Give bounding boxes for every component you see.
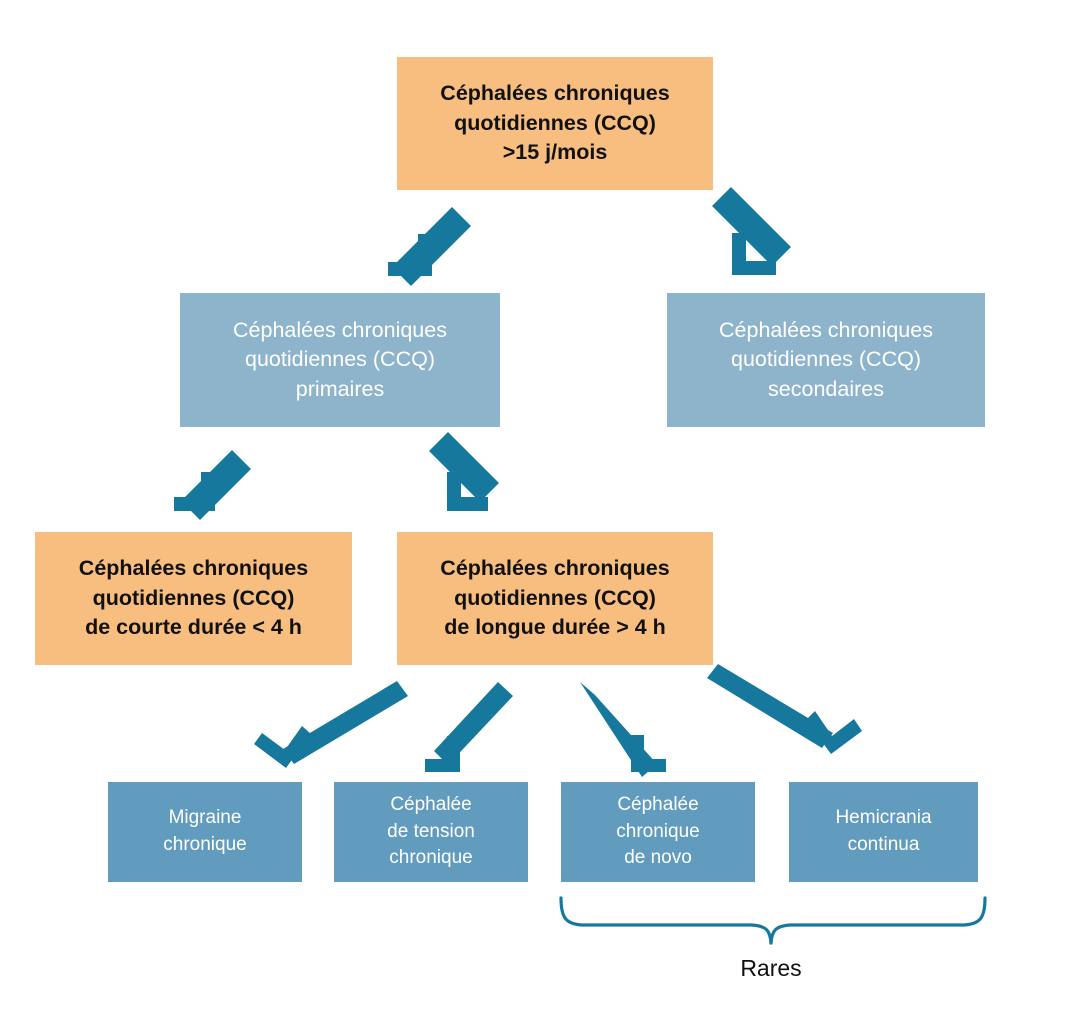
node-ccq-primaires-line-1: Céphalées chroniques bbox=[233, 317, 447, 342]
node-ccq-root-line-2: quotidiennes (CCQ) bbox=[454, 110, 656, 135]
node-ccq-root[interactable]: Céphalées chroniques quotidiennes (CCQ) … bbox=[397, 57, 713, 190]
node-ccq-longue-duree-line-1: Céphalées chroniques bbox=[440, 556, 670, 581]
rares-label: Rares bbox=[740, 955, 802, 981]
node-migraine-chronique[interactable]: Migraine chronique bbox=[108, 782, 302, 882]
node-ccq-courte-duree[interactable]: Céphalées chroniques quotidiennes (CCQ) … bbox=[35, 532, 352, 665]
arrow-primary-to-short bbox=[174, 450, 251, 520]
node-ccq-root-line-1: Céphalées chroniques bbox=[440, 81, 670, 106]
node-cephalee-tension-chronique[interactable]: Céphalée de tension chronique bbox=[334, 782, 528, 882]
node-ccq-secondaires[interactable]: Céphalées chroniques quotidiennes (CCQ) … bbox=[667, 293, 985, 427]
node-ccq-primaires-line-3: primaires bbox=[295, 376, 385, 401]
node-ccq-secondaires-line-1: Céphalées chroniques bbox=[719, 317, 933, 342]
node-migraine-chronique-line-2: chronique bbox=[163, 834, 247, 855]
node-ccq-longue-duree-line-2: quotidiennes (CCQ) bbox=[454, 585, 656, 610]
node-hemicrania-continua[interactable]: Hemicrania continua bbox=[789, 782, 978, 882]
node-cephalee-tension-chronique-line-3: chronique bbox=[389, 847, 473, 869]
node-ccq-primaires-line-2: quotidiennes (CCQ) bbox=[244, 347, 435, 372]
node-cephalee-chronique-de-novo-line-3: de novo bbox=[624, 847, 692, 869]
node-ccq-secondaires-line-2: quotidiennes (CCQ) bbox=[730, 347, 921, 372]
node-hemicrania-continua-line-2: continua bbox=[847, 834, 920, 855]
node-cephalee-tension-chronique-line-1: Céphalée bbox=[390, 793, 472, 815]
node-cephalee-chronique-de-novo-line-1: Céphalée bbox=[617, 793, 699, 815]
node-ccq-root-line-3: >15 j/mois bbox=[502, 140, 608, 165]
node-migraine-chronique-line-1: Migraine bbox=[168, 807, 242, 829]
arrow-primary-to-long bbox=[429, 432, 499, 511]
node-ccq-secondaires-line-3: secondaires bbox=[768, 376, 884, 401]
node-ccq-courte-duree-line-2: quotidiennes (CCQ) bbox=[92, 585, 295, 610]
node-cephalee-tension-chronique-line-2: de tension bbox=[387, 820, 475, 842]
node-ccq-longue-duree[interactable]: Céphalées chroniques quotidiennes (CCQ) … bbox=[397, 532, 713, 665]
arrow-long-to-migraine bbox=[254, 681, 408, 768]
arrow-long-to-tension bbox=[425, 682, 513, 772]
rares-brace bbox=[559, 896, 987, 945]
arrow-long-to-novo bbox=[580, 682, 666, 777]
node-ccq-longue-duree-line-3: de longue durée > 4 h bbox=[444, 615, 666, 640]
node-ccq-courte-duree-line-1: Céphalées chroniques bbox=[78, 556, 309, 581]
arrow-long-to-hemicrania bbox=[707, 664, 862, 754]
arrow-root-to-secondary bbox=[712, 187, 791, 275]
node-cephalee-chronique-de-novo-line-2: chronique bbox=[616, 820, 700, 842]
node-ccq-primaires[interactable]: Céphalées chroniques quotidiennes (CCQ) … bbox=[180, 293, 500, 427]
node-ccq-courte-duree-line-3: de courte durée < 4 h bbox=[85, 615, 302, 640]
node-hemicrania-continua-line-1: Hemicrania bbox=[835, 807, 932, 829]
node-cephalee-chronique-de-novo[interactable]: Céphalée chronique de novo bbox=[561, 782, 755, 882]
arrow-root-to-primary bbox=[388, 207, 471, 286]
